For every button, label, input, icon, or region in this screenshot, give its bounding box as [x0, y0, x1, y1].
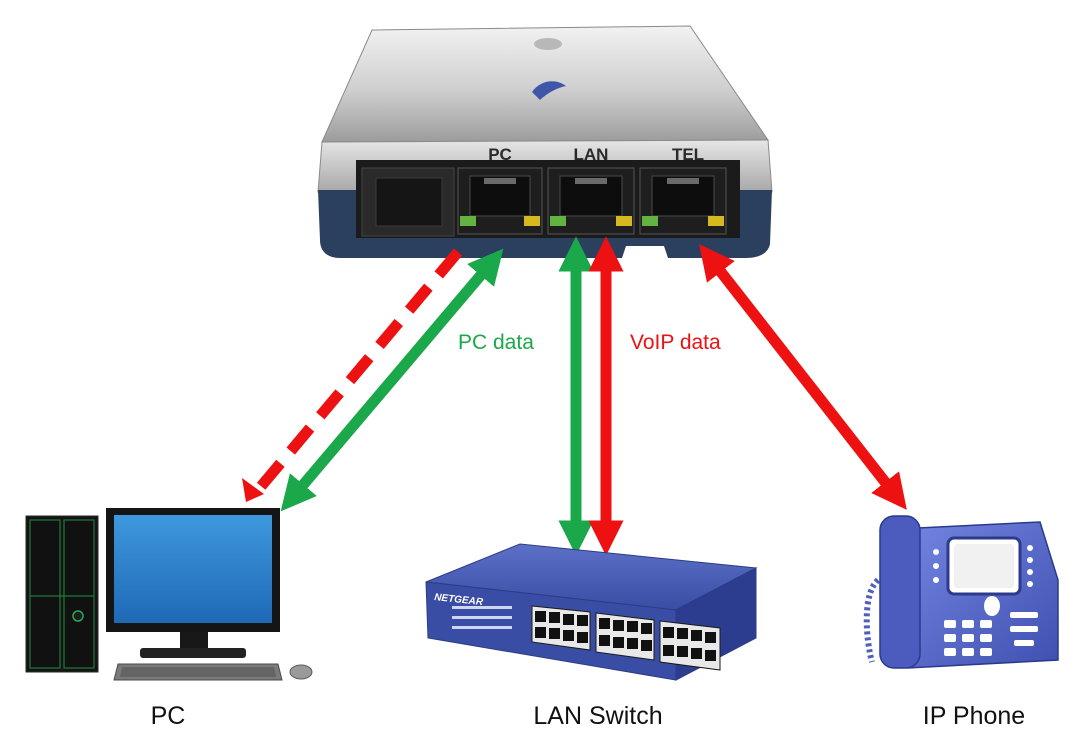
- voip-data-label: VoIP data: [630, 331, 721, 354]
- switch-ports: [531, 605, 721, 671]
- phone-soft-keys: [933, 545, 1033, 587]
- lan-port: [547, 167, 635, 235]
- lan-port-link-led-icon: [550, 216, 566, 226]
- switch-brand-label: NETGEAR: [434, 592, 485, 608]
- brand-logo-icon: [532, 81, 566, 100]
- tel-port: [639, 167, 727, 235]
- pc-port-activity-led-icon: [524, 216, 540, 226]
- tel-port-link-led-icon: [642, 216, 658, 226]
- mouse-icon: [289, 664, 313, 680]
- pc-data-label: PC data: [458, 331, 534, 354]
- tel-port-activity-led-icon: [708, 216, 724, 226]
- phone-handset: [879, 515, 921, 669]
- switch-status-leds: [452, 606, 512, 629]
- pc-voip-dashed-arrow: [253, 248, 463, 494]
- power-button-icon: [72, 610, 84, 622]
- tel-port-label: TEL: [672, 145, 704, 164]
- tel-voip-data-arrow: [699, 244, 907, 510]
- pc-monitor: [106, 508, 280, 658]
- pc-data-arrow: [280, 248, 504, 512]
- phone-keypad: [944, 612, 1038, 656]
- lan-port-activity-led-icon: [616, 216, 632, 226]
- ip-phone-device-label: IP Phone: [923, 702, 1025, 730]
- pc-voip-arrowhead-icon: [242, 478, 264, 502]
- pc-device-label: PC: [151, 702, 186, 730]
- ip-phone: [863, 515, 1059, 669]
- phone-nav-key-icon: [984, 596, 1000, 616]
- monitor-screen: [114, 515, 272, 623]
- pc-tower: [25, 515, 99, 673]
- pc-port: [457, 167, 543, 235]
- pc-port-link-led-icon: [460, 216, 476, 226]
- pc-computer: [25, 508, 313, 681]
- lan-switch: NETGEAR: [425, 543, 758, 681]
- pc-port-label: PC: [488, 145, 512, 164]
- keyboard-icon: [113, 663, 283, 681]
- ethernet-adapter: PC LAN TEL: [317, 25, 773, 258]
- lan-switch-device-label: LAN Switch: [533, 702, 662, 730]
- lan-port-label: LAN: [574, 145, 609, 164]
